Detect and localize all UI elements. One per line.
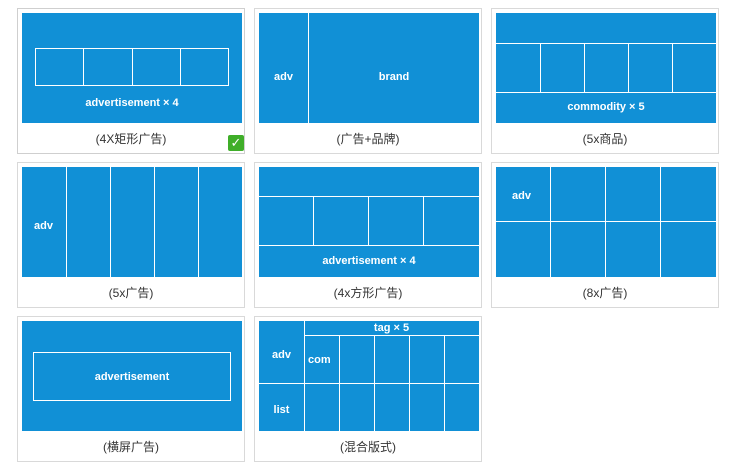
slot-divider	[66, 167, 67, 277]
layout-option-4x-rectangle[interactable]: advertisement × 4 (4X矩形广告) ✓	[17, 8, 245, 154]
layout-preview: adv brand	[259, 13, 479, 123]
slot-divider	[304, 321, 305, 431]
layout-option-landscape[interactable]: advertisement (横屏广告)	[17, 316, 245, 462]
slot-divider	[180, 48, 181, 86]
slot-divider	[368, 196, 369, 245]
layout-option-5x-ad[interactable]: adv (5x广告)	[17, 162, 245, 308]
layout-preview: commodity × 5	[496, 13, 716, 123]
layout-caption: (4x方形广告)	[333, 286, 403, 300]
layout-option-5x-commodity[interactable]: commodity × 5 (5x商品)	[491, 8, 719, 154]
slot-divider	[308, 13, 309, 123]
slot-divider	[584, 43, 585, 92]
layout-label: commodity × 5	[567, 101, 645, 113]
layout-caption: (混合版式)	[340, 440, 396, 454]
slot-divider	[304, 383, 479, 384]
slot-divider	[540, 43, 541, 92]
slot-divider	[496, 43, 716, 44]
check-icon: ✓	[228, 135, 244, 151]
layout-caption: (4X矩形广告)	[95, 132, 167, 146]
adv-label: adv	[512, 190, 531, 202]
layout-option-4x-square[interactable]: advertisement × 4 (4x方形广告)	[254, 162, 482, 308]
slot-divider	[660, 167, 661, 277]
layout-caption: (5x广告)	[108, 286, 154, 300]
slot-divider	[423, 196, 424, 245]
slot-divider	[496, 92, 716, 93]
layout-preview: adv	[22, 167, 242, 277]
slot-divider	[259, 196, 479, 197]
layout-preview: tag × 5 adv com list	[259, 321, 479, 431]
slot-divider	[550, 167, 551, 277]
slot-divider	[304, 335, 479, 336]
slot-divider	[496, 221, 716, 222]
layout-preview: advertisement × 4	[22, 13, 242, 123]
layout-option-mixed[interactable]: tag × 5 adv com list (混合版式)	[254, 316, 482, 462]
layout-label: advertisement	[94, 371, 170, 383]
layout-caption: (8x广告)	[582, 286, 628, 300]
layout-caption: (5x商品)	[582, 132, 628, 146]
ad-slot-frame	[33, 352, 231, 401]
tag-label: tag × 5	[373, 322, 410, 334]
slot-divider	[605, 167, 606, 277]
adv-label: adv	[272, 349, 291, 361]
slot-divider	[672, 43, 673, 92]
layout-preview: advertisement × 4	[259, 167, 479, 277]
layout-label: advertisement × 4	[85, 97, 179, 109]
layout-preview: adv	[496, 167, 716, 277]
com-label: com	[308, 354, 331, 366]
slot-divider	[132, 48, 133, 86]
list-label: list	[273, 404, 290, 416]
layout-preview: advertisement	[22, 321, 242, 431]
layout-label: advertisement × 4	[322, 255, 416, 267]
layout-option-8x-ad[interactable]: adv (8x广告)	[491, 162, 719, 308]
slot-divider	[259, 245, 479, 246]
layout-caption: (广告+品牌)	[336, 132, 400, 146]
slot-divider	[313, 196, 314, 245]
slot-divider	[259, 383, 304, 384]
slot-divider	[198, 167, 199, 277]
brand-label: brand	[378, 71, 410, 83]
slot-divider	[628, 43, 629, 92]
slot-divider	[83, 48, 84, 86]
layout-option-ad-brand[interactable]: adv brand (广告+品牌)	[254, 8, 482, 154]
adv-label: adv	[34, 220, 53, 232]
layout-caption: (横屏广告)	[103, 440, 159, 454]
adv-label: adv	[274, 71, 293, 83]
slot-divider	[154, 167, 155, 277]
slot-divider	[110, 167, 111, 277]
